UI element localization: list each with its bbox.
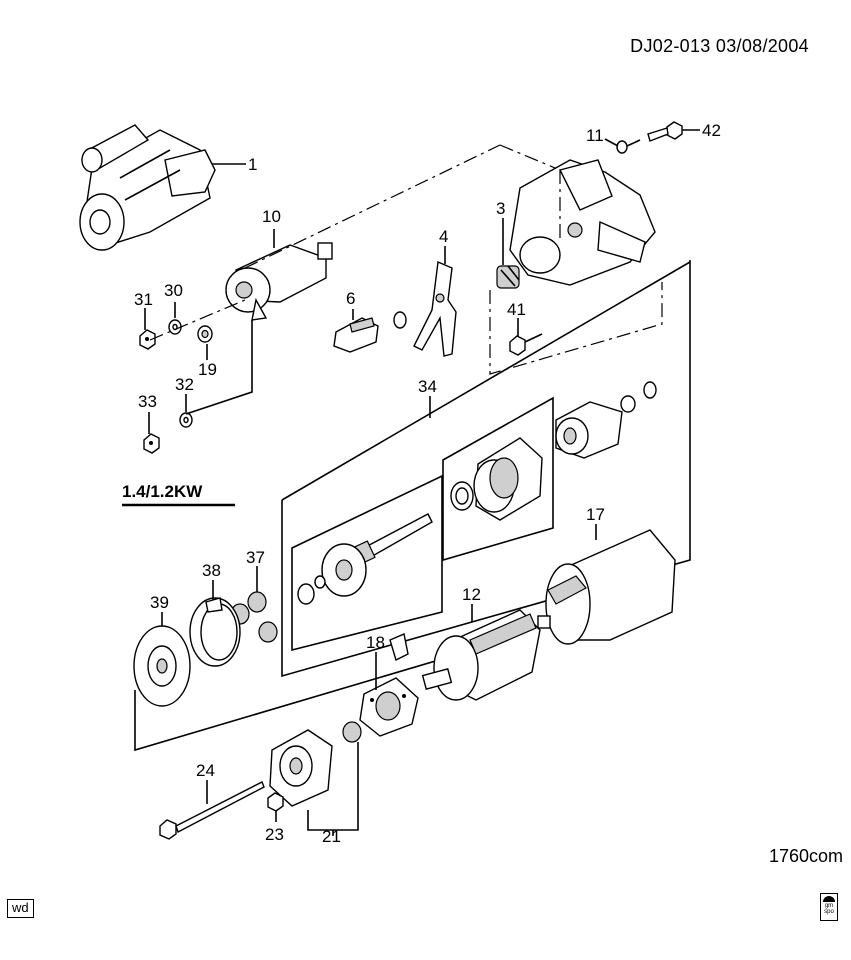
callout-1: 1	[248, 155, 257, 174]
callout-24: 24	[196, 761, 215, 780]
part-nut-33	[143, 433, 160, 454]
callout-17: 17	[586, 505, 605, 524]
callout-4: 4	[439, 227, 448, 246]
callout-38: 38	[202, 561, 221, 580]
part-plunger	[333, 311, 407, 353]
part-commutator-end-frame	[269, 721, 362, 807]
callout-10: 10	[262, 207, 281, 226]
callout-6: 6	[346, 289, 355, 308]
part-drive-pinion	[555, 381, 657, 459]
wd-badge: wd	[7, 899, 34, 918]
part-washer-11	[616, 139, 641, 154]
part-shift-fork	[413, 260, 457, 357]
part-armature	[421, 609, 551, 701]
callout-34: 34	[418, 377, 437, 396]
part-drive-end-housing	[509, 159, 656, 286]
part-planetary-shaft	[297, 513, 433, 605]
callout-33: 33	[138, 392, 157, 411]
callout-41: 41	[507, 300, 526, 319]
callout-30: 30	[164, 281, 183, 300]
part-bolt-42	[647, 121, 683, 142]
callout-12: 12	[462, 585, 481, 604]
doc-code: DJ02-013 03/08/2004	[630, 36, 809, 56]
variant-label: 1.4/1.2KW	[122, 482, 203, 501]
part-starter-assembly	[79, 124, 216, 251]
part-solenoid	[225, 242, 333, 321]
part-nut-31	[139, 329, 156, 350]
part-yoke-frame	[545, 529, 676, 645]
callout-11: 11	[586, 126, 604, 145]
figure-code: 1760com	[768, 846, 843, 866]
callout-3: 3	[496, 199, 505, 218]
part-through-bolt-24	[159, 781, 265, 840]
part-washer-30	[168, 319, 182, 335]
part-bolt-41	[509, 333, 543, 356]
part-internal-gear-ring	[189, 597, 241, 667]
callout-23: 23	[265, 825, 284, 844]
callout-32: 32	[175, 375, 194, 394]
callout-31: 31	[134, 290, 153, 309]
callout-39: 39	[150, 593, 169, 612]
callout-19: 19	[198, 360, 217, 379]
part-washer-32	[179, 412, 193, 428]
part-end-cover	[133, 625, 191, 707]
callout-37: 37	[246, 548, 265, 567]
callout-42: 42	[702, 121, 721, 140]
callout-18: 18	[366, 633, 385, 652]
part-clutch-housing	[450, 437, 543, 521]
part-screw-23	[267, 792, 284, 812]
part-brush-holder	[359, 633, 419, 737]
part-bushing-3	[496, 265, 520, 289]
part-terminal-19	[197, 325, 213, 343]
callout-21: 21	[322, 827, 341, 846]
